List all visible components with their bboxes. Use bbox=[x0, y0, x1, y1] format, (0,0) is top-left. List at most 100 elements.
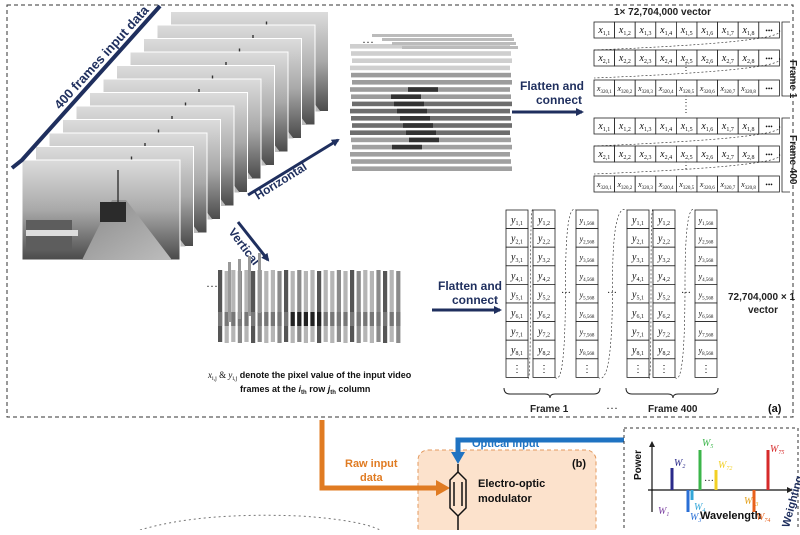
y-cell-more bbox=[652, 358, 676, 378]
vertical-strips-image bbox=[218, 253, 401, 343]
y-col-connector bbox=[527, 209, 534, 379]
x-cell-label: x320,4 bbox=[658, 84, 674, 95]
x-cell-label: x2,3 bbox=[639, 53, 652, 65]
v-strip bbox=[396, 271, 401, 343]
y-cell-label: y2,568 bbox=[579, 235, 595, 246]
wavelength-label: Wavelength bbox=[700, 510, 762, 522]
h-strips-ellipsis: ··· bbox=[362, 35, 374, 49]
y-col-connector bbox=[554, 209, 577, 379]
v-strips-ellipsis: ··· bbox=[206, 279, 218, 293]
v-strip bbox=[350, 270, 355, 342]
x-row-connector bbox=[593, 125, 781, 147]
y-cell-label: y4,2 bbox=[537, 271, 550, 283]
frame1-bottom-label: Frame 1 bbox=[530, 404, 569, 415]
x-cell-label: x1,4 bbox=[659, 25, 672, 37]
x-cell-label: x320,7 bbox=[719, 180, 735, 191]
v-strip bbox=[277, 271, 282, 343]
y-cell-label: y5,1 bbox=[631, 289, 644, 301]
x-cell-label: x1,7 bbox=[721, 25, 734, 37]
x-cell-label: x2,7 bbox=[721, 149, 734, 161]
h-strip bbox=[350, 108, 510, 114]
x-cell-label: x320,1 bbox=[596, 180, 612, 191]
v-strip-mid bbox=[290, 312, 295, 326]
h-strip bbox=[352, 144, 512, 150]
raw-input-arrowhead bbox=[436, 480, 450, 496]
y-col-connector bbox=[597, 209, 628, 379]
y-hdots: ··· bbox=[607, 288, 617, 299]
v-strip-mid bbox=[356, 312, 361, 326]
frames-brace bbox=[10, 4, 162, 170]
x-cell-more-label: ••• bbox=[765, 181, 773, 189]
x-cell-label: x1,3 bbox=[639, 121, 652, 133]
y-col-connector bbox=[648, 209, 654, 379]
v-strip-mid bbox=[383, 312, 388, 326]
row-vector-label: 1× 72,704,000 vector bbox=[614, 7, 711, 18]
modulator-line1: Electro-optic bbox=[478, 478, 545, 490]
x-cell-label: x320,1 bbox=[596, 84, 612, 95]
flatten-bottom-line1: Flatten and bbox=[438, 279, 502, 293]
y-cell-label: y7,1 bbox=[631, 327, 644, 339]
v-strip-mid bbox=[224, 312, 229, 326]
v-strip bbox=[376, 270, 381, 342]
y-cell-label: y2,568 bbox=[698, 235, 714, 246]
v-strip-mid bbox=[363, 312, 368, 326]
x-cell-more bbox=[758, 49, 780, 67]
h-strip bbox=[351, 72, 511, 78]
v-strip-mid bbox=[396, 312, 401, 326]
y-cell-label: y6,1 bbox=[510, 308, 523, 320]
x-cell-label: x2,3 bbox=[639, 149, 652, 161]
flatten-top-line1: Flatten and bbox=[520, 79, 584, 93]
h-strip-dark bbox=[406, 130, 436, 135]
x-vdots: ⋮ bbox=[682, 104, 691, 114]
y-cell-label: y3,2 bbox=[537, 252, 550, 264]
note-line2: frames at the ith row jth column bbox=[240, 384, 370, 396]
y-cell-label: y2,1 bbox=[631, 234, 644, 246]
h-strip bbox=[350, 152, 510, 157]
x-cell-label: x320,3 bbox=[637, 180, 653, 191]
raw-input-arrow bbox=[319, 420, 438, 491]
spectrum-line-label: W75 bbox=[770, 444, 784, 456]
h-strip-back bbox=[382, 38, 514, 41]
col-vector-line2: vector bbox=[748, 305, 778, 316]
x-cell-label: x2,4 bbox=[659, 149, 672, 161]
y-cell-label: y3,568 bbox=[579, 253, 595, 264]
spectrum-line-label: W4 bbox=[694, 502, 705, 514]
v-strip-mid bbox=[244, 312, 249, 326]
v-strip-mid bbox=[277, 312, 282, 326]
x-cell-label: x320,4 bbox=[658, 180, 674, 191]
h-strip bbox=[351, 51, 511, 56]
x-cell-label: x2,6 bbox=[700, 53, 713, 65]
x-cell-label: x320,6 bbox=[699, 180, 715, 191]
frame-stack bbox=[21, 11, 329, 261]
x-cell-label: x320,3 bbox=[637, 84, 653, 95]
bottom-ellipsis: ··· bbox=[606, 401, 618, 415]
v-strip bbox=[284, 270, 289, 342]
horizontal-arrow bbox=[247, 138, 340, 197]
x-cell-more bbox=[758, 79, 780, 97]
x-cell-label: x2,2 bbox=[618, 149, 631, 161]
y-cell-label: y6,2 bbox=[657, 308, 670, 320]
v-strip-back bbox=[248, 256, 251, 316]
v-strip-mid bbox=[297, 312, 302, 326]
x-cell-label: x320,2 bbox=[616, 180, 632, 191]
v-strip-mid bbox=[323, 312, 328, 326]
note-line1: xi,j & yi,j denote the pixel value of th… bbox=[207, 370, 412, 382]
h-strip-dark bbox=[391, 94, 421, 99]
y-col-connector bbox=[674, 209, 696, 379]
x-cell-more bbox=[758, 21, 780, 39]
x-cell-label: x320,8 bbox=[740, 84, 756, 95]
x-cell-more-label: ••• bbox=[765, 123, 773, 131]
y-cell-label: y4,2 bbox=[657, 271, 670, 283]
x-row-connector bbox=[593, 57, 781, 79]
frame400-side-label: Frame 400 bbox=[787, 135, 798, 185]
y-cell-label: y7,1 bbox=[510, 327, 523, 339]
x-cell-label: x2,5 bbox=[680, 149, 693, 161]
h-strip bbox=[351, 94, 511, 99]
v-strip bbox=[330, 271, 335, 343]
h-strip bbox=[350, 65, 510, 71]
v-strip bbox=[270, 270, 275, 342]
x-vdots: ⋮ bbox=[682, 160, 691, 170]
y-cell-label: y8,1 bbox=[631, 345, 644, 357]
h-strip-back bbox=[372, 34, 512, 37]
